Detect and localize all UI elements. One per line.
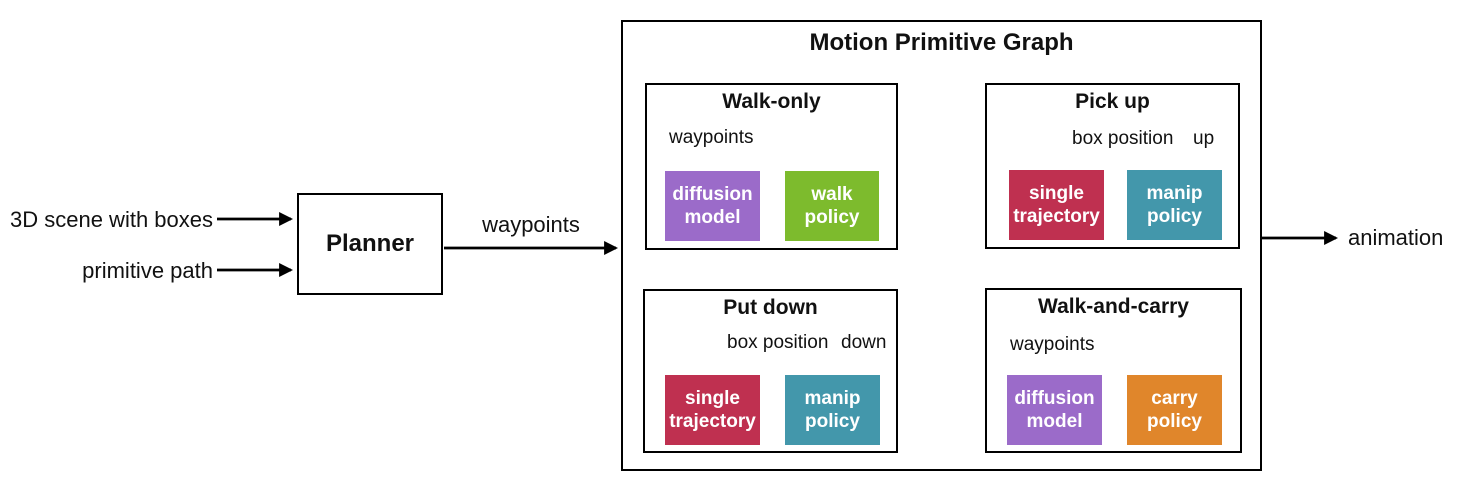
node-pick-up: Pick up box position up single trajector…: [985, 83, 1240, 249]
node-walk-only: Walk-only waypoints diffusion model walk…: [645, 83, 898, 250]
node-pick-up-title: Pick up: [1075, 90, 1150, 113]
put-down-input-label-box-position: box position: [727, 332, 829, 353]
walk-only-diffusion-model-chip: diffusion model: [665, 171, 760, 241]
planner-output-label: waypoints: [482, 212, 580, 237]
node-put-down-title: Put down: [723, 296, 818, 319]
walk-only-walk-policy-chip: walk policy: [785, 171, 879, 241]
node-put-down: Put down box position down single trajec…: [643, 289, 898, 453]
pick-up-single-trajectory-chip: single trajectory: [1009, 170, 1104, 240]
input-label-scene: 3D scene with boxes: [10, 207, 213, 232]
planner-box: Planner: [297, 193, 443, 295]
put-down-manip-policy-chip: manip policy: [785, 375, 880, 445]
node-walk-and-carry-title: Walk-and-carry: [1038, 295, 1189, 318]
output-label-animation: animation: [1348, 225, 1444, 250]
put-down-input-label-down: down: [841, 332, 887, 353]
put-down-single-trajectory-chip: single trajectory: [665, 375, 760, 445]
walk-and-carry-input-label: waypoints: [1010, 334, 1095, 355]
planner-label: Planner: [325, 230, 415, 257]
graph-title: Motion Primitive Graph: [809, 29, 1074, 56]
pick-up-input-label-box-position: box position: [1072, 128, 1174, 149]
walk-and-carry-diffusion-model-chip: diffusion model: [1007, 375, 1102, 445]
input-label-primitive-path: primitive path: [82, 258, 213, 283]
pick-up-input-label-up: up: [1193, 128, 1215, 149]
pick-up-manip-policy-chip: manip policy: [1127, 170, 1222, 240]
node-walk-and-carry: Walk-and-carry waypoints diffusion model…: [985, 288, 1242, 453]
walk-only-input-label: waypoints: [669, 127, 754, 148]
walk-and-carry-carry-policy-chip: carry policy: [1127, 375, 1222, 445]
node-walk-only-title: Walk-only: [722, 90, 821, 113]
